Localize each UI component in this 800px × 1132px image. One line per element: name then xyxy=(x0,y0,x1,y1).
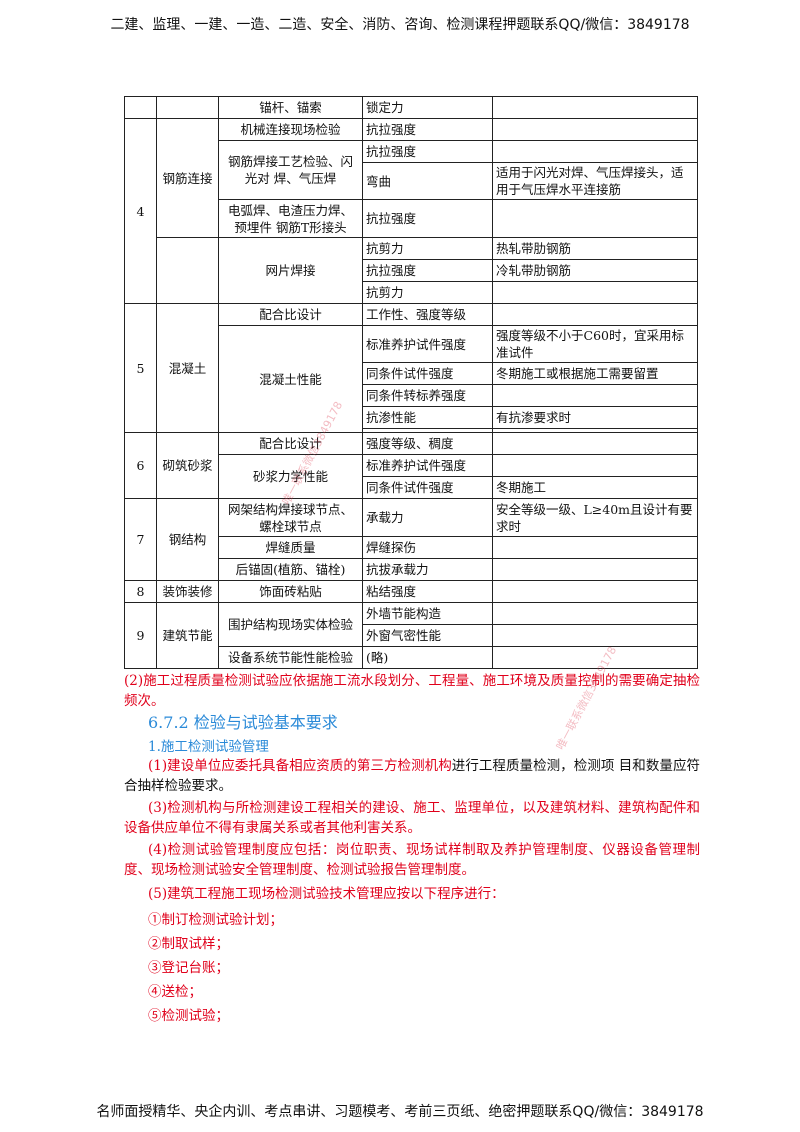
table-cell: 弯曲 xyxy=(362,162,493,200)
table-cell: 工作性、强度等级 xyxy=(362,303,493,326)
table-row: 焊缝质量 焊缝探伤 xyxy=(125,536,698,559)
table-row: 网片焊接 抗剪力 热轧带肋钢筋 xyxy=(125,237,698,304)
paragraph-3: (3)检测机构与所检测建设工程相关的建设、施工、监理单位，以及建筑材料、建筑构配… xyxy=(124,800,700,836)
table-cell: 抗剪力 xyxy=(362,281,493,304)
table-row: 钢筋焊接工艺检验、闪光对 焊、气压焊 抗拉强度 xyxy=(125,140,698,200)
table-cell: 钢筋焊接工艺检验、闪光对 焊、气压焊 xyxy=(218,140,363,200)
step-item: ①制订检测试验计划； xyxy=(148,912,283,928)
table-cell: 抗拉强度 xyxy=(362,259,493,282)
table-row: 抗拉强度 冷轧带肋钢筋 xyxy=(125,259,698,282)
table-cell: 同条件试件强度 xyxy=(362,362,493,385)
table-cell: 锁定力 xyxy=(362,96,493,119)
table-cell: 抗拔承载力 xyxy=(362,558,493,581)
table-row: 砂浆力学性能 标准养护试件强度 xyxy=(125,454,698,499)
category-cell: 建筑节能 xyxy=(156,602,219,669)
table-cell: 标准养护试件强度 xyxy=(362,454,493,477)
table-row: 同条件转标养强度 xyxy=(125,384,698,407)
table-cell: 外墙节能构造 xyxy=(362,602,493,625)
category-cell: 砌筑砂浆 xyxy=(156,432,219,499)
paragraph-4: (4)检测试验管理制度应包括：岗位职责、现场试样制取及养护管理制度、仪器设备管理… xyxy=(124,842,700,878)
table-cell: 承载力 xyxy=(362,498,493,537)
category-cell: 钢筋连接 xyxy=(156,118,219,238)
table-cell: 适用于闪光对焊、气压焊接头，适用于气压焊水平连接筋 xyxy=(492,162,698,200)
page-footer: 名师面授精华、央企内训、考点串讲、习题模考、考前三页纸、绝密押题联系QQ/微信：… xyxy=(96,1104,704,1120)
paragraph-1: (1)建设单位应委托具备相应资质的第三方检测机构进行工程质量检测，检测项 目和数… xyxy=(124,756,700,796)
table-row: 8 装饰装修 饰面砖粘贴 粘结强度 xyxy=(124,580,698,603)
table-cell: 网片焊接 xyxy=(218,237,363,304)
table-row: 弯曲 适用于闪光对焊、气压焊接头，适用于气压焊水平连接筋 xyxy=(125,162,698,200)
category-cell: 混凝土 xyxy=(156,303,219,433)
table-row: 9 建筑节能 围护结构现场实体检验 外墙节能构造 xyxy=(124,602,698,669)
table-cell: 饰面砖粘贴 xyxy=(218,580,363,603)
table-cell: 同条件转标养强度 xyxy=(362,384,493,407)
table-row: 6 砌筑砂浆 配合比设计 强度等级、稠度 xyxy=(124,432,698,499)
sub-heading: 1.施工检测试验管理 xyxy=(148,739,269,755)
table-cell: 配合比设计 xyxy=(218,303,363,326)
table-cell: 抗拉强度 xyxy=(362,199,493,238)
table-cell: 冬期施工或根据施工需要留置 xyxy=(492,362,698,385)
table-cell: 抗渗性能 xyxy=(362,406,493,429)
table-cell: 有抗渗要求时 xyxy=(492,406,698,429)
table-row: 混凝土性能 标准养护试件强度 强度等级不小于C60时，宜采用标准试件 xyxy=(125,325,698,433)
table-row: 同条件试件强度 冬期施工或根据施工需要留置 xyxy=(125,362,698,385)
table-cell: 冷轧带肋钢筋 xyxy=(492,259,698,282)
table-cell: 后锚固(植筋、锚栓) xyxy=(218,558,363,581)
row-number: 8 xyxy=(124,580,157,603)
table-cell: 安全等级一级、L≥40m且设计有要求时 xyxy=(492,498,698,537)
table-cell: 砂浆力学性能 xyxy=(218,454,363,499)
table-row: 抗渗性能 有抗渗要求时 xyxy=(125,406,698,429)
step-item: ④送检； xyxy=(148,984,202,1000)
table-row: 锚杆、锚索 锁定力 xyxy=(124,96,698,119)
table-cell: 网架结构焊接球节点、螺栓球节点 xyxy=(218,498,363,537)
table-cell: 同条件试件强度 xyxy=(362,476,493,499)
page-header: 二建、监理、一建、一造、二造、安全、消防、咨询、检测课程押题联系QQ/微信：38… xyxy=(110,17,690,33)
table-cell: 围护结构现场实体检验 xyxy=(218,602,363,647)
paragraph-5: (5)建筑工程施工现场检测试验技术管理应按以下程序进行： xyxy=(148,886,505,902)
row-number: 7 xyxy=(124,498,157,581)
table-cell: (略) xyxy=(362,646,493,669)
table-cell: 热轧带肋钢筋 xyxy=(492,237,698,260)
table-cell: 抗拉强度 xyxy=(362,140,493,163)
table-cell: 焊缝质量 xyxy=(218,536,363,559)
table-row: 后锚固(植筋、锚栓) 抗拔承载力 xyxy=(125,558,698,581)
table-cell: 配合比设计 xyxy=(218,432,363,455)
table-row: 电弧焊、电渣压力焊、预埋件 钢筋T形接头 抗拉强度 xyxy=(125,199,698,238)
test-items-table: 锚杆、锚索 锁定力 4 钢筋连接 机械连接现场检验 抗拉强度 钢筋焊接工艺检验、… xyxy=(124,96,698,669)
table-cell: 外窗气密性能 xyxy=(362,624,493,647)
paragraph-2: (2)施工过程质量检测试验应依据施工流水段划分、工程量、施工环境及质量控制的需要… xyxy=(124,673,700,709)
table-row: 7 钢结构 网架结构焊接球节点、螺栓球节点 承载力 安全等级一级、L≥40m且设… xyxy=(124,498,698,581)
category-cell: 钢结构 xyxy=(156,498,219,581)
paragraph-1-rest: 进行工程质量检测，检测项 目和数量应符合抽样检验要求。 xyxy=(124,758,700,794)
table-row: 4 钢筋连接 机械连接现场检验 抗拉强度 xyxy=(124,118,698,304)
table-row: 抗剪力 xyxy=(125,281,698,304)
step-item: ②制取试样； xyxy=(148,936,229,952)
table-cell: 电弧焊、电渣压力焊、预埋件 钢筋T形接头 xyxy=(218,199,363,238)
step-item: ③登记台账； xyxy=(148,960,229,976)
table-cell: 抗剪力 xyxy=(362,237,493,260)
table-row: 设备系统节能性能检验 (略) xyxy=(125,646,698,669)
row-number: 6 xyxy=(124,432,157,499)
table-cell: 锚杆、锚索 xyxy=(218,96,363,119)
table-cell: 强度等级、稠度 xyxy=(362,432,493,455)
row-number: 9 xyxy=(124,602,157,669)
table-row: 5 混凝土 配合比设计 工作性、强度等级 xyxy=(124,303,698,433)
table-cell: 机械连接现场检验 xyxy=(218,118,363,141)
paragraph-1-highlight: (1)建设单位应委托具备相应资质的第三方检测机构 xyxy=(148,758,452,774)
row-number: 4 xyxy=(124,118,157,304)
table-cell: 混凝土性能 xyxy=(218,325,363,433)
table-cell: 粘结强度 xyxy=(362,580,493,603)
category-cell: 装饰装修 xyxy=(156,580,219,603)
table-cell: 设备系统节能性能检验 xyxy=(218,646,363,669)
table-cell: 焊缝探伤 xyxy=(362,536,493,559)
row-number: 5 xyxy=(124,303,157,433)
table-cell: 抗拉强度 xyxy=(362,118,493,141)
section-heading: 6.7.2 检验与试验基本要求 xyxy=(148,713,338,732)
table-cell: 标准养护试件强度 xyxy=(362,325,493,363)
step-item: ⑤检测试验； xyxy=(148,1008,229,1024)
table-cell: 冬期施工 xyxy=(492,476,698,499)
table-cell: 强度等级不小于C60时，宜采用标准试件 xyxy=(492,325,698,363)
